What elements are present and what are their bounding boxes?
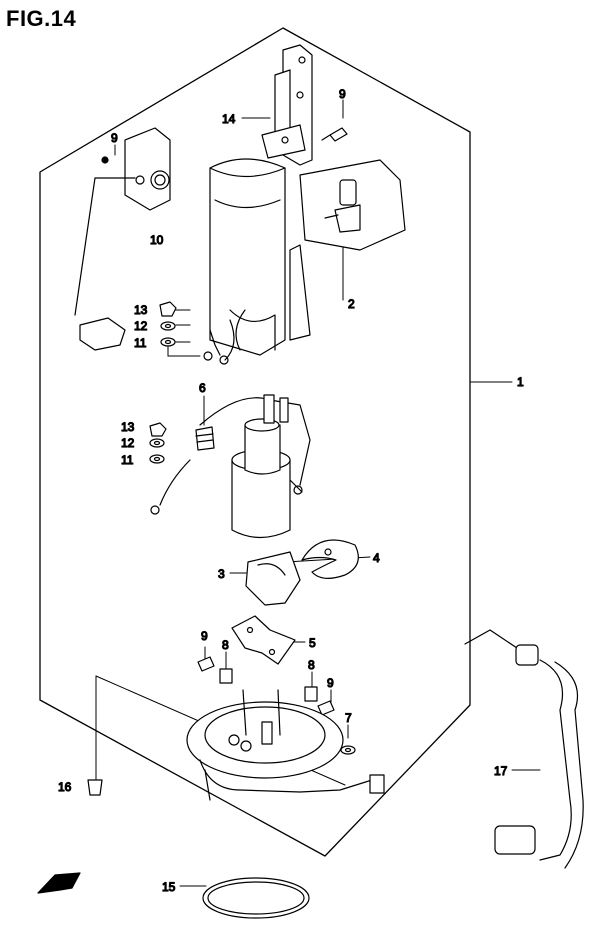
fwd-label: FWD [56,881,72,888]
part-8-nut-right [305,687,317,701]
callout-17: 17 [494,764,508,778]
callout-12-lower: 12 [121,436,135,450]
part-3-filter-cap [246,552,300,605]
callout-14: 14 [222,112,236,126]
callout-16: 16 [58,780,72,794]
part-5-bracket [232,616,295,664]
part-6-grommet [196,427,214,450]
callout-2: 2 [348,297,355,311]
callout-6: 6 [199,381,206,395]
fuel-pump-motor [232,395,290,538]
callout-9-middle: 9 [201,629,208,643]
callout-7: 7 [345,711,352,725]
callout-9-top-right: 9 [339,87,346,101]
callout-15: 15 [162,880,176,894]
part-14-bracket [262,45,312,165]
callout-1: 1 [517,375,524,389]
assembly-outline [40,28,470,856]
leader-lines [96,100,540,886]
part-4-retainer [302,540,358,578]
callout-labels: 1 2 3 4 5 6 7 8 8 9 9 9 9 10 11 11 12 12… [57,86,524,894]
callout-9-top-left: 9 [111,131,118,145]
part-2-filter-housing [204,159,405,364]
callout-8-right: 8 [308,658,315,672]
part-8-nut-left [220,669,232,683]
part-16-bolt [88,780,102,795]
callout-5: 5 [309,636,316,650]
pump-base-flange [187,690,384,800]
part-9-screw-left [198,657,214,671]
callout-10: 10 [150,233,164,247]
callout-13-upper: 13 [134,303,148,317]
callout-12-upper: 12 [134,319,148,333]
callout-9-lower: 9 [327,676,334,690]
callout-3: 3 [218,567,225,581]
callout-13-lower: 13 [121,420,135,434]
callout-11-lower: 11 [121,453,134,467]
part-9-screw-right [318,701,334,715]
part-9-screw-top-right [322,128,347,141]
part-10-level-sender [75,128,170,350]
callout-4: 4 [373,551,380,565]
part-7-washer [341,746,355,754]
part-15-o-ring [203,878,309,918]
callout-8-left: 8 [222,638,229,652]
upper-fasteners [160,302,176,346]
part-17-fuel-hose [465,630,583,868]
callout-11-upper: 11 [134,336,147,350]
figure-title: FIG.14 [6,6,77,31]
fwd-arrow-icon: FWD [38,873,80,893]
lower-fasteners [150,423,166,463]
